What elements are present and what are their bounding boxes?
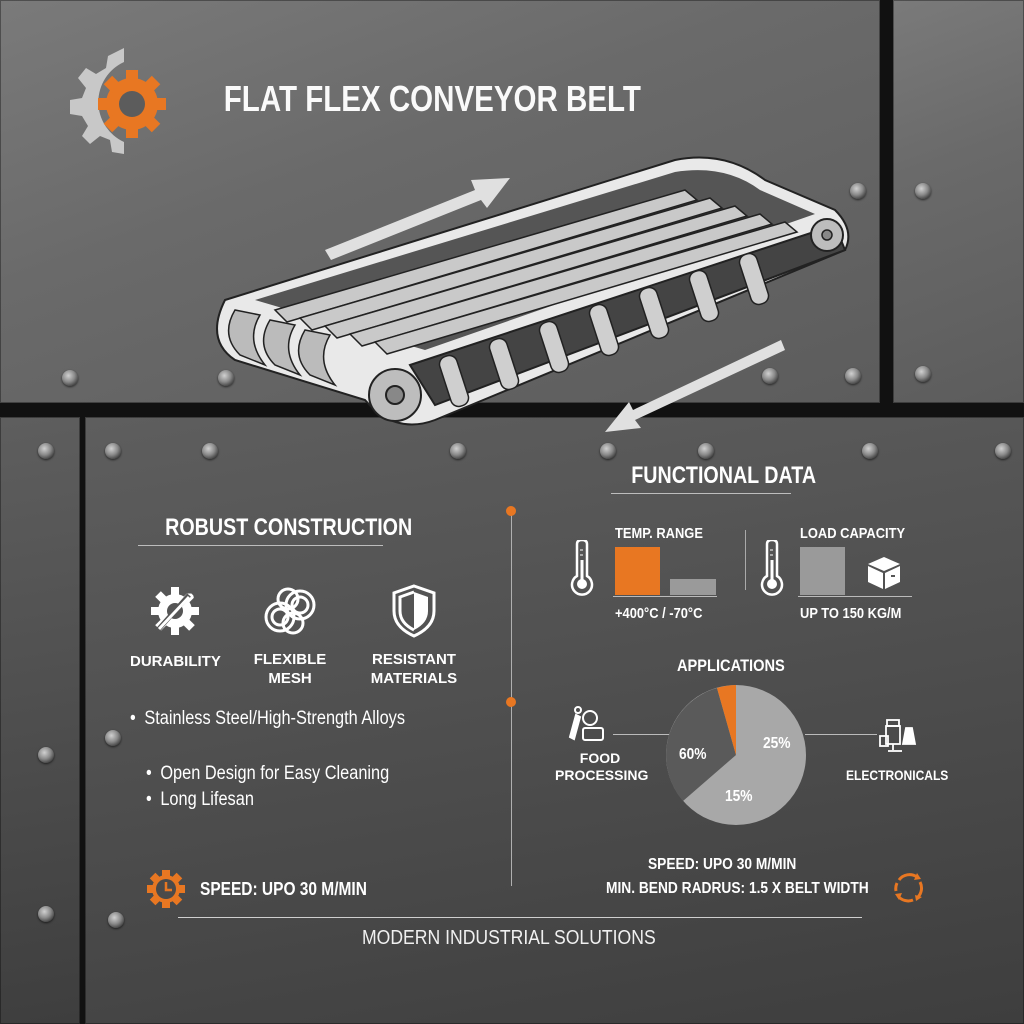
connector-line bbox=[805, 734, 877, 735]
bar-load bbox=[800, 547, 845, 595]
axis-line bbox=[798, 596, 912, 597]
speed-spec-right: SPEED: UPO 30 M/MIN bbox=[648, 856, 797, 873]
conveyor-belt-illustration bbox=[205, 150, 855, 435]
metal-panel-top-right bbox=[893, 0, 1024, 403]
pie-label-15: 15% bbox=[725, 788, 753, 805]
rivet bbox=[862, 443, 878, 459]
chain-links-icon bbox=[264, 587, 316, 635]
timeline-dot bbox=[506, 506, 516, 516]
bend-radius-spec: MIN. BEND RADRUS: 1.5 X BELT WIDTH bbox=[606, 880, 869, 897]
timeline-dot bbox=[506, 697, 516, 707]
gear-icon bbox=[70, 48, 166, 154]
footer-tagline: MODERN INDUSTRIAL SOLUTIONS bbox=[362, 927, 656, 949]
load-capacity-value: UP TO 150 KG/M bbox=[800, 605, 902, 622]
electronics-label: ELECTRONICALS bbox=[846, 767, 949, 783]
bar-high-temp bbox=[615, 547, 660, 595]
food-processing-label: FOOD PROCESSING bbox=[555, 750, 649, 783]
cycle-arrows-icon bbox=[891, 870, 927, 906]
rivet bbox=[218, 370, 234, 386]
axis-line bbox=[613, 596, 717, 597]
rivet bbox=[38, 443, 54, 459]
temp-range-bar-chart bbox=[613, 547, 717, 597]
rivet bbox=[850, 183, 866, 199]
gear-wrench-icon bbox=[151, 587, 200, 635]
temp-range-value: +400°C / -70°C bbox=[615, 605, 703, 622]
box-icon bbox=[866, 555, 902, 591]
connector-line bbox=[613, 734, 669, 735]
rivet bbox=[995, 443, 1011, 459]
load-capacity-label: LOAD CAPACITY bbox=[800, 525, 906, 542]
section-title-functional: FUNCTIONAL DATA bbox=[631, 462, 817, 489]
metal-panel-bottom-left bbox=[0, 417, 80, 1024]
page-title: FLAT FLEX CONVEYOR BELT bbox=[223, 78, 641, 119]
feature-label: MATERIALS bbox=[370, 670, 458, 687]
rivet bbox=[62, 370, 78, 386]
rivet bbox=[600, 443, 616, 459]
temp-range-label: TEMP. RANGE bbox=[615, 525, 703, 542]
feature-label: DURABILITY bbox=[130, 653, 221, 670]
arrow-right-icon bbox=[325, 178, 510, 260]
rivet bbox=[38, 906, 54, 922]
arrow-left-icon bbox=[605, 340, 785, 432]
feature-flexible-mesh: FLEXIBLE MESH bbox=[245, 583, 335, 693]
rivet bbox=[105, 730, 121, 746]
feature-durability: DURABILITY bbox=[130, 583, 221, 693]
logo bbox=[64, 42, 168, 160]
rivet bbox=[105, 443, 121, 459]
bar-low-temp bbox=[670, 579, 716, 595]
feature-label: RESISTANT bbox=[372, 651, 456, 668]
rivet bbox=[698, 443, 714, 459]
rivet bbox=[38, 747, 54, 763]
bullet-item: Long Lifesan bbox=[146, 789, 254, 811]
panel-seam bbox=[80, 417, 85, 1024]
bullet-item: Open Design for Easy Cleaning bbox=[146, 763, 389, 785]
divider bbox=[745, 530, 746, 590]
panel-seam bbox=[880, 0, 893, 412]
rivet bbox=[202, 443, 218, 459]
applications-title: APPLICATIONS bbox=[677, 656, 785, 675]
rivet bbox=[915, 183, 931, 199]
shield-icon bbox=[392, 584, 436, 638]
divider bbox=[611, 493, 791, 494]
pie-slice-dark bbox=[666, 688, 736, 801]
rivet bbox=[762, 368, 778, 384]
feature-resistant-materials: RESISTANT MATERIALS bbox=[368, 583, 460, 693]
divider bbox=[138, 545, 383, 546]
rivet bbox=[915, 366, 931, 382]
rivet bbox=[108, 912, 124, 928]
section-title-robust: ROBUST CONSTRUCTION bbox=[165, 514, 413, 541]
pie-label-25: 25% bbox=[763, 735, 791, 752]
thermometer-icon bbox=[570, 538, 594, 596]
bullet-item: Stainless Steel/High-Strength Alloys bbox=[130, 708, 405, 730]
footer-divider bbox=[178, 917, 862, 918]
rivet bbox=[845, 368, 861, 384]
pie-label-60: 60% bbox=[679, 746, 707, 763]
pie-slice-accent bbox=[717, 685, 736, 755]
thermometer-icon bbox=[760, 538, 784, 596]
load-capacity-bar-chart bbox=[798, 547, 912, 597]
applications-pie-chart bbox=[665, 684, 807, 826]
panel-seam bbox=[0, 403, 1024, 417]
food-processing-icon bbox=[566, 705, 606, 745]
electronics-icon bbox=[878, 718, 918, 754]
speed-spec-left: SPEED: UPO 30 M/MIN bbox=[200, 879, 367, 899]
feature-label: FLEXIBLE bbox=[253, 651, 327, 668]
rivet bbox=[450, 443, 466, 459]
speed-gear-clock-icon bbox=[146, 870, 186, 908]
feature-label: MESH bbox=[268, 670, 312, 687]
